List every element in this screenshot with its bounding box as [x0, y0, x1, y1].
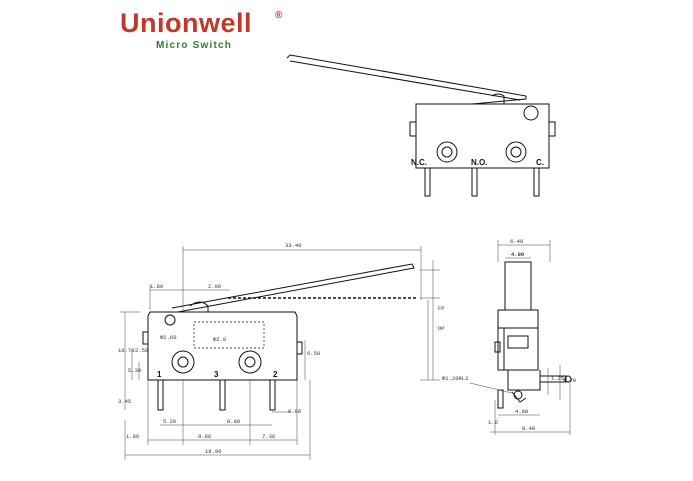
side-dim-w2: 8.40: [522, 425, 535, 432]
side-view-switch: [494, 261, 572, 409]
front-view-switch: [142, 263, 418, 411]
annotation-op: OP: [438, 325, 445, 332]
dim-span-d: 7.30: [262, 433, 275, 440]
front-terminal-label-1: 1: [157, 370, 162, 379]
side-dim-width: 6.40: [510, 238, 523, 245]
front-view-dimension-lines: [120, 246, 440, 460]
front-terminal-label-3: 3: [214, 370, 219, 379]
brand-tagline: Micro Switch: [156, 40, 233, 51]
side-dim-h2: 4.70: [563, 377, 576, 384]
dim-pin-w: 0.80: [288, 408, 301, 415]
dim-span-b: 8.80: [227, 418, 240, 425]
dim-lever-offset: 1.80: [150, 283, 163, 290]
annotation-fp: FP: [438, 305, 445, 312]
dim-span-c: 8.80: [198, 433, 211, 440]
top-terminal-label-no: N.O.: [471, 158, 487, 167]
dim-overall-lever: 33.40: [285, 242, 302, 249]
dim-span-a: 5.20: [163, 418, 176, 425]
side-dim-w1: 4.80: [515, 408, 528, 415]
brand-logo: Unionwell ® Micro Switch: [120, 8, 290, 51]
front-terminal-label-2: 2: [273, 370, 278, 379]
side-dim-hole: Φ1.20RL2: [442, 375, 468, 382]
dim-lever-pivot: 2.00: [208, 283, 221, 290]
registered-mark: ®: [275, 10, 283, 21]
brand-name: Unionwell: [120, 8, 252, 38]
side-dim-pin: 1.6: [488, 419, 498, 426]
dim-total-len: 19.90: [205, 448, 222, 455]
side-dim-inner-width: 4.00: [511, 251, 524, 258]
top-terminal-label-nc: N.C.: [411, 158, 427, 167]
top-terminal-label-c: C.: [536, 158, 544, 167]
dim-height-a: 5.30: [128, 367, 141, 374]
dim-height-c: 6.50: [307, 350, 320, 357]
dim-edge: 1.80: [126, 433, 139, 440]
dim-pin-len: 3.45: [118, 398, 131, 405]
dim-hole2: Φ2.0: [213, 336, 226, 343]
side-dim-h1: 1.25: [551, 375, 564, 382]
dim-hole: Φ2.60: [160, 334, 177, 341]
side-view-dimension-lines: [469, 240, 571, 435]
top-view-switch: [286, 54, 556, 197]
dim-height-total: 10.70: [118, 347, 135, 354]
dim-height-b: 2.50: [135, 347, 148, 354]
